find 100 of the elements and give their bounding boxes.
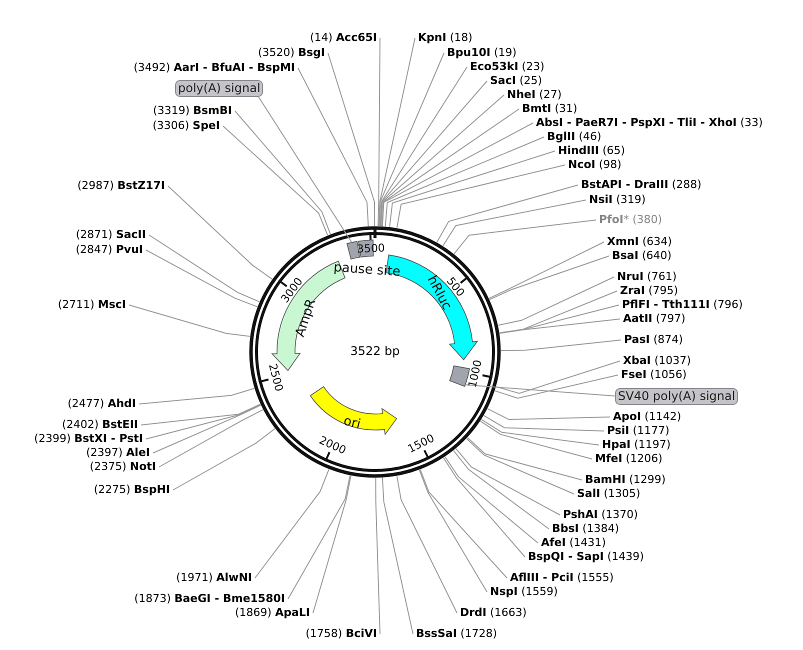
leader-line [494, 374, 618, 399]
scale-label: 2000 [317, 434, 348, 458]
leader-line [222, 126, 328, 236]
leader-line [168, 186, 273, 280]
leader-line [380, 94, 504, 227]
restriction-site-label: BbsI (1384) [552, 522, 619, 535]
restriction-site-label: MfeI (1206) [595, 452, 662, 465]
leader-line [467, 437, 582, 480]
leader-line [488, 242, 604, 299]
leader-line [396, 476, 458, 614]
restriction-site-label: HindIII (65) [558, 144, 626, 157]
leader-line [382, 477, 414, 634]
leader-line [483, 415, 604, 432]
restriction-site-label: SacI (25) [490, 74, 542, 87]
restriction-site-label: NheI (27) [507, 88, 562, 101]
restriction-site-label: BssSaI (1728) [416, 627, 497, 640]
restriction-site-label: AbsI - PaeR7I - PspXI - TliI - XhoI (33) [536, 116, 763, 129]
restriction-site-label: (2987) BstZ17I [77, 179, 165, 192]
leader-line [152, 404, 262, 454]
restriction-site-label: ZraI (795) [620, 284, 678, 297]
scale-label: 1500 [406, 432, 436, 456]
leader-line [258, 96, 352, 243]
leader-line [418, 469, 488, 592]
leader-line [146, 404, 262, 440]
leader-line [455, 448, 560, 516]
restriction-site-label: PflFI - Tth111I (796) [622, 298, 743, 311]
leader-line [443, 457, 526, 558]
restriction-site-label: (14) Acc65I [310, 31, 377, 44]
restriction-site-label: (2399) BstXI - PstI [34, 432, 143, 445]
restriction-site-label: (1869) ApaLI [235, 606, 310, 619]
leader-line [378, 38, 380, 226]
leader-line [375, 478, 380, 634]
leader-line [172, 428, 276, 490]
restriction-site-label: Eco53kI (23) [470, 60, 544, 73]
leader-line [382, 108, 520, 227]
restriction-site-label: XmnI (634) [607, 235, 672, 248]
leader-line [466, 438, 574, 494]
restriction-site-label: PasI (874) [624, 333, 683, 346]
feature-label: SV40 poly(A) signal [615, 388, 738, 405]
leader-line [436, 184, 578, 243]
leader-line [378, 38, 416, 227]
restriction-site-label: BamHI (1299) [585, 473, 666, 486]
restriction-site-label: PfoI* (380) [599, 213, 662, 226]
leader-line [442, 200, 586, 246]
leader-line [128, 304, 250, 337]
restriction-site-label: (2397) AleI [86, 446, 150, 459]
restriction-site-label: (3306) SpeI [152, 119, 220, 132]
leader-line [254, 468, 330, 578]
leader-line [464, 384, 616, 396]
leader-line [158, 409, 264, 468]
leader-line [389, 150, 556, 228]
restriction-site-label: NruI (761) [617, 270, 677, 283]
restriction-site-label: KpnI (18) [418, 31, 472, 44]
leader-line [288, 475, 350, 600]
restriction-site-label: (1971) AlwNI [176, 571, 252, 584]
restriction-site-label: NsiI (319) [589, 193, 646, 206]
restriction-site-label: NcoI (98) [568, 158, 622, 171]
replication-origin-feature: ori [310, 386, 398, 435]
leader-line [378, 52, 444, 227]
restriction-site-label: BstAPI - DraIII (288) [581, 178, 702, 191]
restriction-site-label: AfeI (1431) [541, 536, 606, 549]
leader-line [234, 110, 331, 235]
restriction-site-label: (3520) BsgI [258, 46, 325, 59]
restriction-site-label: DrdI (1663) [460, 606, 527, 619]
restriction-site-label: (1873) BaeGI - Bme1580I [134, 592, 285, 605]
restriction-site-label: BmtI (31) [522, 102, 578, 115]
restriction-site-label: (2871) SacII [76, 228, 146, 241]
restriction-site-label: (2375) NotI [90, 460, 156, 473]
leader-line [420, 469, 508, 578]
leader-line [148, 234, 260, 302]
restriction-site-label: SalI (1305) [577, 487, 640, 500]
plasmid-ring [249, 226, 501, 478]
leader-line [380, 66, 468, 227]
restriction-site-label: (2477) AhdI [68, 397, 136, 410]
restriction-site-label: BglII (46) [547, 130, 602, 143]
restriction-site-label: AflIII - PciI (1555) [510, 571, 614, 584]
leader-line [140, 404, 261, 426]
restriction-site-label: (3319) BsmBI [153, 104, 232, 117]
leader-line [454, 220, 596, 254]
restriction-site-label: (1758) BciVI [306, 627, 377, 640]
feature-label: poly(A) signal [175, 80, 264, 97]
restriction-site-label: BsaI (640) [612, 249, 672, 262]
leader-line [444, 456, 538, 544]
restriction-site-label: (2402) BstEII [62, 418, 138, 431]
restriction-site-label: ApoI (1142) [613, 410, 682, 423]
restriction-site-label: HpaI (1197) [602, 438, 671, 451]
restriction-site-label: XbaI (1037) [623, 354, 691, 367]
restriction-site-label: Bpu10I (19) [447, 46, 517, 59]
restriction-site-label: PsiI (1177) [607, 424, 670, 437]
leader-line [500, 340, 622, 351]
leader-line [384, 136, 544, 227]
restriction-site-label: (2711) MscI [58, 298, 126, 311]
scale-label: 1000 [466, 358, 484, 389]
leader-line [498, 276, 614, 326]
restriction-site-label: (2847) PvuI [76, 243, 143, 256]
restriction-site-label: BspQI - SapI (1439) [528, 550, 644, 563]
leader-line [312, 475, 352, 614]
leader-line [496, 360, 620, 394]
leader-line [487, 408, 610, 420]
restriction-site-label: NspI (1559) [490, 585, 558, 598]
